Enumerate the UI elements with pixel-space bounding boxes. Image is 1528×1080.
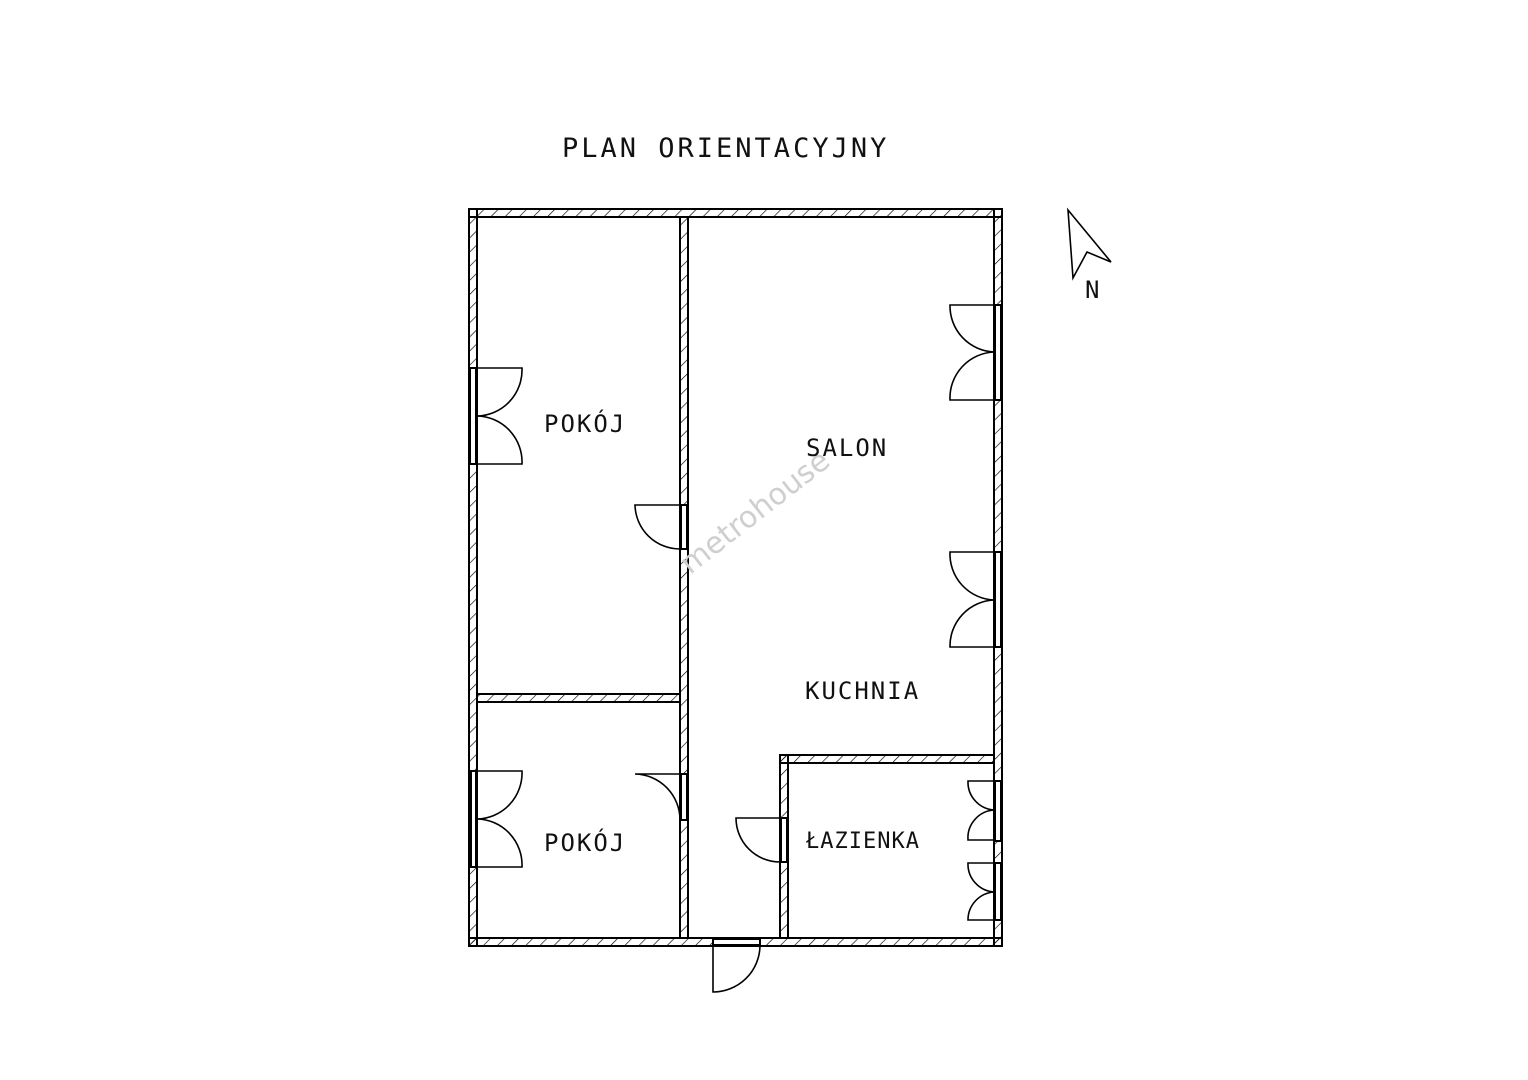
window-sashes — [476, 304, 995, 921]
watermark: metrohouse — [673, 443, 836, 581]
room-label-kuchnia: KUCHNIA — [805, 677, 920, 705]
plan-title: PLAN ORIENTACYJNY — [562, 133, 889, 164]
north-label: N — [1085, 276, 1099, 304]
room-label-lazienka: ŁAZIENKA — [805, 829, 920, 854]
room-label-salon: SALON — [806, 434, 888, 462]
north-arrow-icon: N — [1067, 207, 1112, 304]
room-label-pokoj-lower: POKÓJ — [544, 827, 626, 857]
openings — [468, 304, 1002, 946]
room-label-pokoj-upper: POKÓJ — [544, 408, 626, 438]
doors — [634, 504, 781, 993]
